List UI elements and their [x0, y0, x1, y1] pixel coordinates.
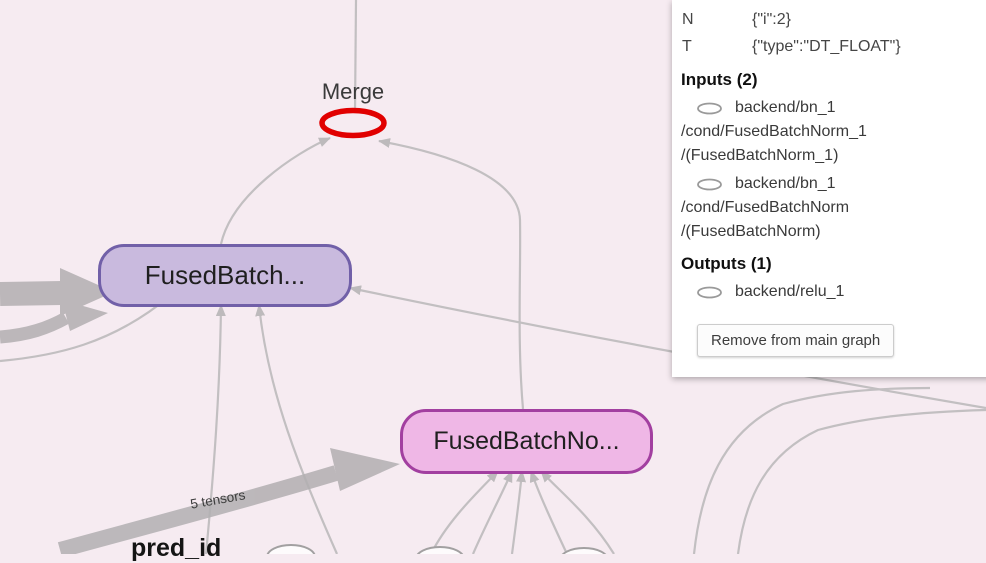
input-name: backend/bn_1	[735, 99, 836, 116]
edge-fan-2	[471, 470, 514, 554]
op-node-ellipse	[416, 546, 464, 554]
op-node-ellipse	[561, 547, 607, 554]
attribute-key: T	[682, 38, 692, 55]
input-name-wrap: /(FusedBatchNorm_1)	[681, 147, 839, 164]
edge-fusedbatchnorm-to-merge	[378, 138, 525, 410]
outputs-header: Outputs (1)	[681, 254, 772, 273]
input-item[interactable]: backend/bn_1 /cond/FusedBatchNorm_1 /(Fu…	[672, 96, 986, 168]
attribute-value: {"i":2}	[752, 11, 791, 28]
op-node-ellipse-icon	[697, 286, 722, 298]
node-pred-id-label[interactable]: pred_id	[131, 534, 222, 562]
node-fusedbatch[interactable]: FusedBatch...	[98, 244, 352, 307]
edge-merge-output	[353, 0, 358, 113]
edge-fan-3	[510, 470, 527, 554]
edge-5-tensors	[57, 465, 339, 554]
node-fusedbatchnorm[interactable]: FusedBatchNo...	[400, 409, 653, 474]
op-node-ellipse	[266, 544, 316, 554]
thick-edges	[0, 268, 400, 554]
remove-from-main-graph-button[interactable]: Remove from main graph	[697, 324, 895, 357]
edge-bottom-to-fusedbatch	[255, 304, 339, 554]
edge-fan-4	[529, 470, 568, 554]
output-name: backend/relu_1	[735, 283, 845, 300]
node-fusedbatch-label: FusedBatch...	[144, 260, 306, 290]
node-fusedbatchnorm-label: FusedBatchNo...	[433, 427, 620, 455]
edge-bottom-right-1	[692, 386, 931, 554]
attribute-row: N {"i":2}	[672, 6, 986, 33]
edge-bottom-right-2	[736, 408, 986, 554]
edge-fusedbatch-to-merge	[219, 136, 331, 245]
bottom-op-nodes[interactable]	[266, 544, 608, 554]
edge-predid-to-fusedbatch	[204, 304, 226, 554]
input-name: backend/bn_1	[735, 175, 836, 192]
edge-fan-5	[540, 470, 615, 554]
merge-node-label: Merge	[321, 79, 385, 104]
node-info-panel: N {"i":2} T {"type":"DT_FLOAT"} Inputs (…	[672, 0, 986, 377]
attribute-key: N	[682, 11, 694, 28]
op-node-ellipse-icon	[697, 178, 722, 190]
merge-node-selected-ellipse[interactable]	[319, 107, 387, 139]
input-item[interactable]: backend/bn_1 /cond/FusedBatchNorm /(Fuse…	[672, 172, 986, 244]
edge-fan-1	[430, 470, 499, 554]
op-node-ellipse-icon	[697, 102, 722, 114]
edge-left-under-node	[0, 295, 171, 363]
output-item[interactable]: backend/relu_1	[672, 280, 986, 304]
input-name-wrap: /(FusedBatchNorm)	[681, 223, 821, 240]
inputs-header: Inputs (2)	[681, 70, 758, 89]
attribute-row: T {"type":"DT_FLOAT"}	[672, 33, 986, 60]
input-name-wrap: /cond/FusedBatchNorm_1	[681, 123, 867, 140]
input-name-wrap: /cond/FusedBatchNorm	[681, 199, 850, 216]
attribute-value: {"type":"DT_FLOAT"}	[752, 38, 901, 55]
